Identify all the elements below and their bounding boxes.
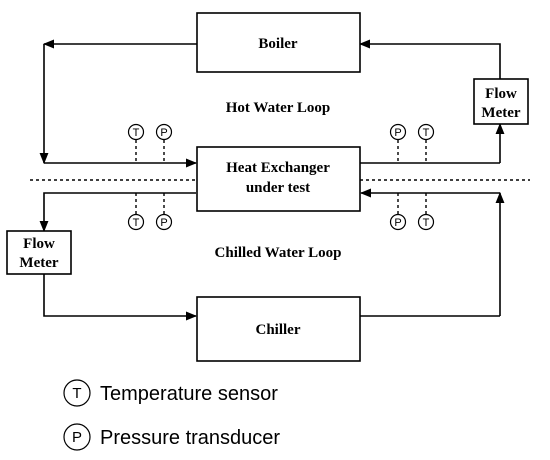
legend-symbol-pressure: P	[72, 429, 82, 446]
sensor-cold-inlet-1: P	[394, 217, 401, 229]
heat-exchanger-box: Heat Exchanger under test	[196, 146, 361, 212]
heat-exchanger-label-line1: Heat Exchanger	[226, 160, 330, 176]
legend-symbol-temperature: T	[72, 385, 81, 402]
heat-exchanger-label-line2: under test	[246, 180, 310, 196]
chiller-label: Chiller	[256, 322, 301, 338]
sensor-group-cold-outlet: T P	[127, 193, 173, 231]
sensor-cold-outlet-2: P	[160, 217, 167, 229]
legend-label-temperature: Temperature sensor	[100, 383, 278, 405]
chilled-water-loop-label: Chilled Water Loop	[215, 245, 342, 261]
sensor-hot-outlet-1: P	[394, 127, 401, 139]
flow-meter-cold-box: Flow Meter	[6, 230, 72, 275]
temperature-sensor-icon	[127, 123, 145, 141]
legend: T Temperature sensor P Pressure transduc…	[63, 379, 280, 451]
pressure-sensor-icon	[155, 213, 173, 231]
flow-meter-hot-label-line2: Meter	[481, 105, 520, 121]
legend-label-pressure: Pressure transducer	[100, 427, 280, 449]
flow-meter-cold-label-line2: Meter	[19, 255, 58, 271]
pressure-sensor-icon	[389, 123, 407, 141]
chiller-box: Chiller	[196, 296, 361, 362]
temperature-sensor-icon	[127, 213, 145, 231]
sensor-cold-outlet-1: T	[133, 217, 140, 229]
pipe-hx-cold-out	[39, 192, 196, 233]
flow-meter-hot-box: Flow Meter	[473, 78, 529, 125]
boiler-label: Boiler	[258, 36, 297, 52]
temperature-sensor-icon	[417, 213, 435, 231]
sensor-cold-inlet-2: T	[423, 217, 430, 229]
chilled-water-loop-piping	[39, 188, 505, 321]
pipe-to-chiller	[43, 274, 198, 321]
pressure-sensor-icon	[155, 123, 173, 141]
sensor-hot-outlet-2: T	[423, 127, 430, 139]
legend-item-pressure: P Pressure transducer	[63, 423, 280, 451]
sensor-group-cold-inlet: P T	[389, 193, 435, 231]
sensor-hot-inlet-1: T	[133, 127, 140, 139]
flow-meter-cold-label-line1: Flow	[23, 236, 55, 252]
sensor-group-hot-outlet: P T	[389, 123, 435, 163]
pressure-sensor-icon	[389, 213, 407, 231]
temperature-sensor-icon	[63, 379, 91, 407]
sensor-group-hot-inlet: T P	[127, 123, 173, 163]
temperature-sensor-icon	[417, 123, 435, 141]
sensor-hot-inlet-2: P	[160, 127, 167, 139]
hot-water-loop-piping	[39, 39, 505, 168]
boiler-box: Boiler	[196, 12, 361, 73]
pipe-flowmeter-to-boiler	[358, 39, 501, 79]
pressure-sensor-icon	[63, 423, 91, 451]
flow-meter-hot-label-line1: Flow	[485, 86, 517, 102]
hot-water-loop-label: Hot Water Loop	[226, 100, 330, 116]
legend-item-temperature: T Temperature sensor	[63, 379, 278, 407]
